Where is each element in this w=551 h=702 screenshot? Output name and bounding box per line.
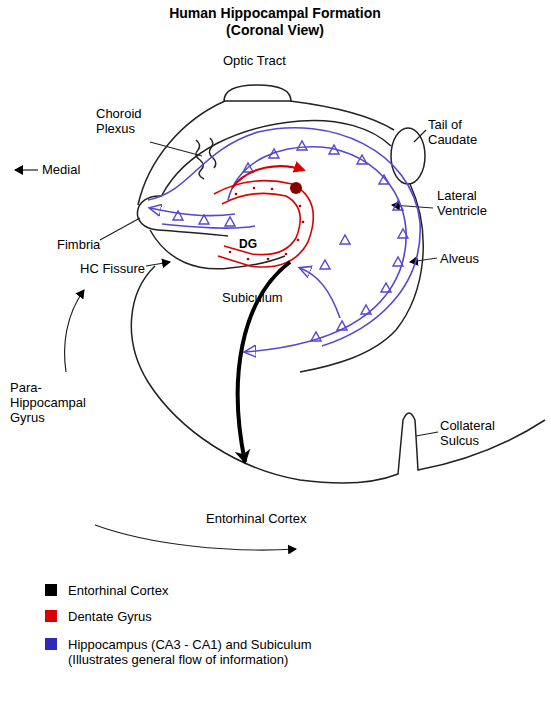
cell-dot	[235, 193, 238, 196]
outline-right	[300, 184, 423, 372]
part-label: Fimbria	[57, 237, 100, 252]
ventricle-arrow	[392, 205, 433, 208]
cell-dot	[302, 221, 305, 224]
cell-dot	[229, 251, 232, 254]
legend-text: Dentate Gyrus	[68, 609, 338, 624]
dg-large-dot	[290, 182, 302, 194]
cell	[297, 141, 307, 150]
cell-dot	[299, 205, 302, 208]
subiculum-flow-arrow	[300, 268, 340, 318]
cell	[357, 155, 367, 164]
cell-dot	[297, 239, 300, 242]
cell-dot	[247, 258, 250, 261]
legend-text: Entorhinal Cortex	[68, 583, 338, 598]
dentate-gyrus	[214, 166, 313, 267]
cell	[199, 215, 209, 224]
part-label: Choroid Plexus	[96, 106, 156, 136]
cell	[225, 217, 235, 226]
leader-lines	[15, 130, 438, 550]
hc-fissure	[150, 230, 285, 269]
cell	[311, 332, 321, 341]
pyramidal-cells	[173, 141, 408, 341]
part-label: Collateral Sulcus	[440, 418, 510, 448]
dg-inner	[222, 193, 300, 254]
cell	[381, 283, 391, 292]
granule-cells	[229, 182, 305, 260]
cell	[269, 149, 279, 158]
parahippocampal-arrow	[65, 290, 84, 372]
part-label: Medial	[42, 162, 80, 177]
hippocampus-ca	[148, 128, 420, 352]
part-label: Entorhinal Cortex	[206, 511, 306, 526]
part-label: Para- Hippocampal Gyrus	[10, 380, 100, 425]
medial-arrow	[15, 169, 38, 170]
part-label: DG	[239, 237, 257, 252]
optic-tract	[224, 85, 291, 101]
brain-outline	[131, 85, 545, 483]
part-label: HC Fissure	[80, 261, 145, 276]
cell	[379, 175, 389, 184]
legend-swatch	[45, 584, 57, 596]
cell-dot	[267, 258, 270, 261]
part-label: Subiculum	[222, 290, 283, 305]
cell	[361, 305, 371, 314]
cell	[337, 321, 347, 330]
cell	[329, 145, 339, 154]
outline-top	[138, 101, 394, 205]
part-label: Optic Tract	[223, 53, 286, 68]
cell	[393, 257, 403, 266]
fimbria-flow-arrow	[150, 208, 235, 216]
diagram-title: Human Hippocampal Formation (Coronal Vie…	[160, 5, 390, 39]
legend-swatch	[45, 610, 57, 622]
legend-swatch	[45, 638, 57, 650]
cell	[393, 201, 403, 210]
alveus-arrow	[410, 258, 437, 262]
cell	[398, 229, 408, 238]
cell-dot	[253, 187, 256, 190]
outline-bottom	[131, 266, 545, 483]
alveus-contour	[148, 128, 420, 346]
caudate-leader	[414, 130, 426, 142]
cell-dot	[285, 253, 288, 256]
cell-dot	[271, 188, 274, 191]
cell	[173, 211, 183, 220]
legend-text: Hippocampus (CA3 - CA1) and Subiculum (I…	[68, 637, 338, 667]
cell	[320, 260, 330, 269]
dg-outer	[214, 181, 313, 267]
choroid-plexus	[196, 138, 216, 179]
part-label: Alveus	[440, 251, 479, 266]
part-label: Lateral Ventricle	[437, 188, 502, 218]
sulcus-leader	[416, 432, 438, 436]
choroid-leader	[150, 142, 202, 156]
ca-flow-arrow	[228, 147, 406, 352]
fissure-arrow	[146, 262, 170, 266]
cell	[340, 235, 350, 244]
fimbria-leader	[100, 218, 140, 240]
tail-of-caudate	[391, 128, 425, 184]
part-label: Tail of Caudate	[428, 117, 483, 147]
entorhinal-arrow	[95, 525, 296, 550]
cell	[243, 163, 253, 172]
